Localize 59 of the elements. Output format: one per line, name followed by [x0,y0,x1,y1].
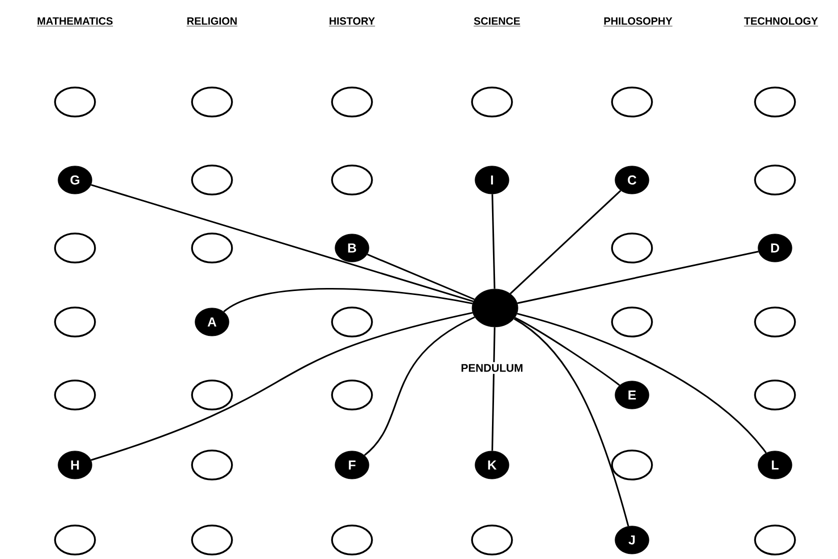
lettered-oval: F [334,450,370,480]
connector-line [90,184,474,302]
empty-oval [754,306,796,338]
empty-oval [191,164,233,196]
empty-oval [191,86,233,118]
column-heading: MATHEMATICS [36,17,114,26]
empty-oval [331,524,373,556]
empty-oval [54,86,96,118]
hub-dot [472,288,518,328]
lettered-oval: B [334,234,370,262]
lettered-oval: E [614,380,650,410]
connector-line [516,312,767,454]
connector-line [367,254,475,300]
empty-oval [191,524,233,556]
lettered-oval: J [614,526,650,554]
column-heading: TECHNOLOGY [744,17,818,26]
empty-oval [54,232,96,264]
node-caption: PENDULUM [458,362,526,374]
connector-line [364,316,476,456]
column-heading: PHILOSOPHY [603,17,673,26]
empty-oval [611,232,653,264]
connector-line [491,327,496,451]
empty-oval [611,86,653,118]
empty-oval [54,306,96,338]
lettered-oval: H [58,450,92,480]
empty-oval [54,524,96,556]
lettered-oval: L [758,450,792,480]
column-heading: SCIENCE [473,17,521,26]
connector-line [517,250,759,304]
empty-oval [754,380,796,410]
empty-oval [331,164,373,196]
column-heading: HISTORY [328,17,376,26]
empty-oval [471,86,513,118]
empty-oval [754,86,796,118]
lettered-oval: A [194,308,230,336]
empty-oval [191,450,233,480]
empty-oval [754,524,796,556]
connector-line [90,312,473,461]
connector-line [514,317,620,386]
empty-oval [611,306,653,338]
empty-oval [471,524,513,556]
lettered-oval: K [474,450,510,480]
lettered-oval: C [614,166,650,194]
connector-line [223,288,473,312]
empty-oval [331,86,373,118]
connector-line [510,190,622,294]
connector-line [514,318,630,526]
empty-oval [191,380,233,410]
lettered-oval: D [758,234,792,262]
empty-oval [54,380,96,410]
empty-oval [331,306,373,338]
empty-oval [611,450,653,480]
empty-oval [191,232,233,264]
empty-oval [754,164,796,196]
connector-line [492,194,496,289]
column-heading: RELIGION [186,17,238,26]
lettered-oval: I [474,166,510,194]
lettered-oval: G [58,166,92,194]
empty-oval [331,380,373,410]
